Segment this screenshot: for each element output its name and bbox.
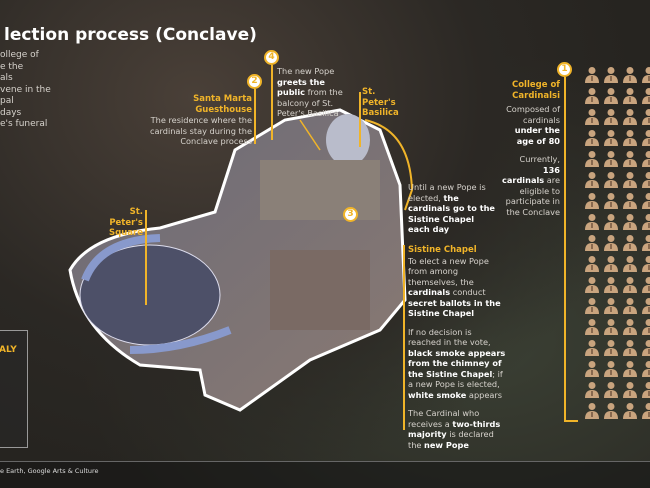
cardinal-icon	[623, 381, 637, 398]
cardinal-icon	[585, 234, 599, 251]
sistine-line	[403, 245, 405, 430]
cardinal-icon	[604, 87, 618, 104]
cardinal-icon	[604, 129, 618, 146]
cardinal-icon	[623, 297, 637, 314]
cardinal-icon	[585, 129, 599, 146]
cardinal-icon	[585, 150, 599, 167]
cardinal-icon	[585, 276, 599, 293]
cardinal-icon	[642, 150, 650, 167]
cardinal-icon	[642, 360, 650, 377]
cardinal-icon	[623, 402, 637, 419]
cardinal-icon	[623, 360, 637, 377]
sistine-callout: Sistine Chapel To elect a new Pope from …	[408, 245, 506, 450]
cardinal-icon	[604, 318, 618, 335]
cardinal-icon	[604, 66, 618, 83]
cardinal-icon	[604, 276, 618, 293]
marker-4: 4	[264, 50, 279, 65]
santa-marta-line	[254, 89, 256, 144]
cardinal-icon	[642, 171, 650, 188]
cardinal-icon	[642, 339, 650, 356]
cardinal-icon	[642, 87, 650, 104]
cardinal-icon	[604, 108, 618, 125]
cardinal-icon	[642, 234, 650, 251]
daily-callout: Until a new Pope is elected, the cardina…	[408, 182, 495, 234]
cardinal-icon	[623, 234, 637, 251]
cardinal-icon	[642, 129, 650, 146]
page-title: lection process (Conclave)	[4, 25, 257, 45]
cardinal-icon	[604, 381, 618, 398]
cardinal-icon	[604, 192, 618, 209]
marker-2: 2	[247, 74, 262, 89]
cardinal-icon	[623, 255, 637, 272]
inset-label: ALY	[0, 345, 17, 355]
cardinal-icon	[585, 66, 599, 83]
cardinal-icon	[585, 339, 599, 356]
square-label: St. Peter's Square	[109, 207, 143, 238]
cardinal-icon	[585, 192, 599, 209]
cardinal-icon	[623, 108, 637, 125]
cardinal-icon	[623, 171, 637, 188]
cardinal-icon	[623, 318, 637, 335]
cardinal-icon	[604, 402, 618, 419]
cardinal-icon	[585, 255, 599, 272]
cardinal-icon	[585, 318, 599, 335]
cardinal-icon	[604, 255, 618, 272]
cardinal-icon	[585, 87, 599, 104]
college-line-end	[564, 420, 578, 422]
college-line	[564, 77, 566, 422]
square-line	[145, 210, 147, 305]
cardinal-icon	[623, 87, 637, 104]
cardinal-icon	[604, 150, 618, 167]
cardinal-icon	[585, 402, 599, 419]
cardinal-icon	[585, 213, 599, 230]
cardinal-icon	[604, 234, 618, 251]
italy-inset-map: ALY	[0, 330, 28, 448]
cardinal-icon	[623, 192, 637, 209]
basilica-label: St. Peter's Basilica	[362, 87, 399, 118]
cardinal-icon	[642, 402, 650, 419]
cardinal-icon	[642, 66, 650, 83]
cardinal-icon	[623, 213, 637, 230]
cardinal-icon	[623, 66, 637, 83]
college-callout: College of Cardinalsi Composed of cardin…	[502, 80, 560, 217]
cardinal-icon	[642, 276, 650, 293]
footer-bar: e Earth, Google Arts & Culture	[0, 461, 650, 488]
marker-1: 1	[557, 62, 572, 77]
cardinal-icon	[642, 192, 650, 209]
basilica-line	[359, 92, 361, 147]
cardinal-icon	[642, 381, 650, 398]
cardinal-icon	[585, 297, 599, 314]
cardinal-icon	[623, 129, 637, 146]
cardinal-icon	[604, 297, 618, 314]
cardinal-icon	[585, 108, 599, 125]
cardinal-icon	[642, 255, 650, 272]
cardinal-icon	[604, 213, 618, 230]
cardinal-icon	[604, 360, 618, 377]
source-credit: e Earth, Google Arts & Culture	[0, 467, 99, 475]
cardinal-icon	[604, 339, 618, 356]
pope-line	[271, 65, 273, 140]
cardinal-icon	[604, 171, 618, 188]
cardinal-icon	[642, 297, 650, 314]
cardinal-icon	[585, 381, 599, 398]
cardinal-icon	[623, 339, 637, 356]
cardinal-icon	[623, 276, 637, 293]
cardinal-icon	[623, 150, 637, 167]
cardinal-icon	[642, 318, 650, 335]
cardinal-icon	[642, 213, 650, 230]
cardinal-icon	[585, 360, 599, 377]
pope-greets-callout: The new Pope greets the public from the …	[277, 66, 343, 118]
marker-3: 3	[343, 207, 358, 222]
cardinal-icon	[585, 171, 599, 188]
cardinal-icon	[642, 108, 650, 125]
